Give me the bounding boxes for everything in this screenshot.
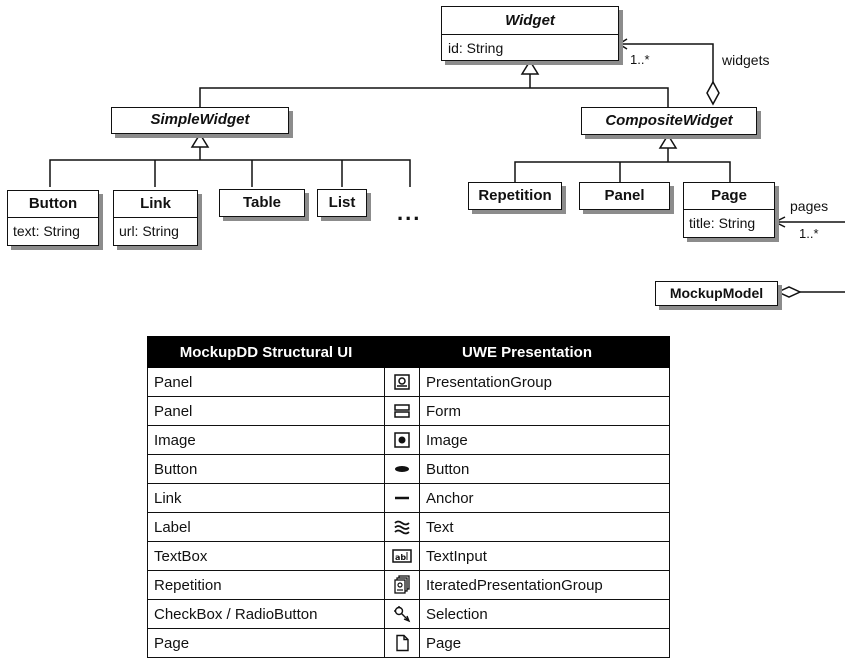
link-class[interactable]: Link url: String <box>113 190 198 246</box>
uwe-element: Image <box>419 425 670 455</box>
mockupmodel-class[interactable]: MockupModel <box>655 281 778 306</box>
image-icon <box>394 432 410 448</box>
table-row: Panel Form <box>147 396 670 426</box>
page-class[interactable]: Page title: String <box>683 182 775 238</box>
mockupdd-element: Link <box>147 483 385 513</box>
table-row: CheckBox / RadioButton Selection <box>147 599 670 629</box>
panel-class[interactable]: Panel <box>579 182 670 210</box>
mockupmodel-class-name: MockupModel <box>669 285 764 301</box>
table-class-name: Table <box>242 194 282 211</box>
uwe-element: Anchor <box>419 483 670 513</box>
selection-icon <box>394 606 411 623</box>
widget-class[interactable]: Widget id: String <box>441 6 619 61</box>
uwe-element: IteratedPresentationGroup <box>419 570 670 600</box>
page-class-attribute: title: String <box>684 209 774 236</box>
header-mockupdd: MockupDD Structural UI <box>147 336 385 368</box>
pages-multiplicity: 1..* <box>799 226 819 241</box>
uwe-element: Text <box>419 512 670 542</box>
mapping-table-header: MockupDD Structural UI UWE Presentation <box>147 336 670 368</box>
generalization-to-compositewidget <box>514 148 731 182</box>
uwe-element: PresentationGroup <box>419 367 670 397</box>
link-class-attribute: url: String <box>114 217 197 244</box>
form-icon <box>394 404 410 418</box>
mockupdd-element: Repetition <box>147 570 385 600</box>
table-row: Page Page <box>147 628 670 658</box>
uwe-element: TextInput <box>419 541 670 571</box>
text-input-icon: ab <box>392 549 412 563</box>
mockupdd-element: Panel <box>147 396 385 426</box>
simplewidget-class-name: SimpleWidget <box>150 111 250 128</box>
header-uwe: UWE Presentation <box>384 336 670 368</box>
generalization-to-widget <box>199 74 669 110</box>
pages-role-label: pages <box>790 198 829 214</box>
mapping-table: MockupDD Structural UI UWE Presentation … <box>147 336 670 658</box>
widget-class-attribute: id: String <box>442 34 618 61</box>
generalization-arrowhead-simple <box>190 132 210 148</box>
button-icon <box>395 466 409 472</box>
mockupdd-element: Button <box>147 454 385 484</box>
uwe-element: Button <box>419 454 670 484</box>
page-class-name: Page <box>711 187 747 204</box>
iterated-presentation-group-icon <box>394 575 410 594</box>
list-class[interactable]: List <box>317 189 367 217</box>
uwe-element: Form <box>419 396 670 426</box>
table-row: Image Image <box>147 425 670 455</box>
button-class-name: Button <box>28 195 78 212</box>
repetition-class-name: Repetition <box>478 187 552 204</box>
widgets-role-label: widgets <box>722 52 770 68</box>
mockupdd-element: TextBox <box>147 541 385 571</box>
generalization-to-simplewidget <box>49 147 411 187</box>
table-row: Label Text <box>147 512 670 542</box>
repetition-class[interactable]: Repetition <box>468 182 562 210</box>
widgets-aggregation-diamond <box>706 80 720 106</box>
mockupdd-element: CheckBox / RadioButton <box>147 599 385 629</box>
mockupdd-element: Label <box>147 512 385 542</box>
text-icon <box>394 520 410 535</box>
link-class-name: Link <box>140 195 171 212</box>
uwe-element: Page <box>419 628 670 658</box>
widget-class-name: Widget <box>505 12 555 29</box>
table-class[interactable]: Table <box>219 189 305 217</box>
button-class[interactable]: Button text: String <box>7 190 99 246</box>
generalization-arrowhead <box>520 59 540 75</box>
widgets-multiplicity: 1..* <box>630 52 650 67</box>
mockupdd-element: Image <box>147 425 385 455</box>
uwe-element: Selection <box>419 599 670 629</box>
simplewidget-class[interactable]: SimpleWidget <box>111 107 289 134</box>
panel-class-name: Panel <box>604 187 645 204</box>
presentation-group-icon <box>394 374 410 390</box>
widgets-aggregation <box>619 43 714 82</box>
table-row: Repetition IteratedPresentationGroup <box>147 570 670 600</box>
compositewidget-class-name: CompositeWidget <box>605 112 733 129</box>
anchor-icon <box>395 496 409 500</box>
table-row: Panel PresentationGroup <box>147 367 670 397</box>
mockupmodel-diamond <box>776 286 802 298</box>
table-row: TextBox ab TextInput <box>147 541 670 571</box>
mockupdd-element: Panel <box>147 367 385 397</box>
more-widgets-ellipsis: ... <box>397 200 422 225</box>
table-row: Button Button <box>147 454 670 484</box>
compositewidget-class[interactable]: CompositeWidget <box>581 107 757 135</box>
table-row: Link Anchor <box>147 483 670 513</box>
page-icon <box>396 634 409 652</box>
svg-text:ab: ab <box>395 553 406 562</box>
mockupdd-element: Page <box>147 628 385 658</box>
generalization-arrowhead-composite <box>658 133 678 149</box>
button-class-attribute: text: String <box>8 217 98 244</box>
list-class-name: List <box>328 194 356 211</box>
